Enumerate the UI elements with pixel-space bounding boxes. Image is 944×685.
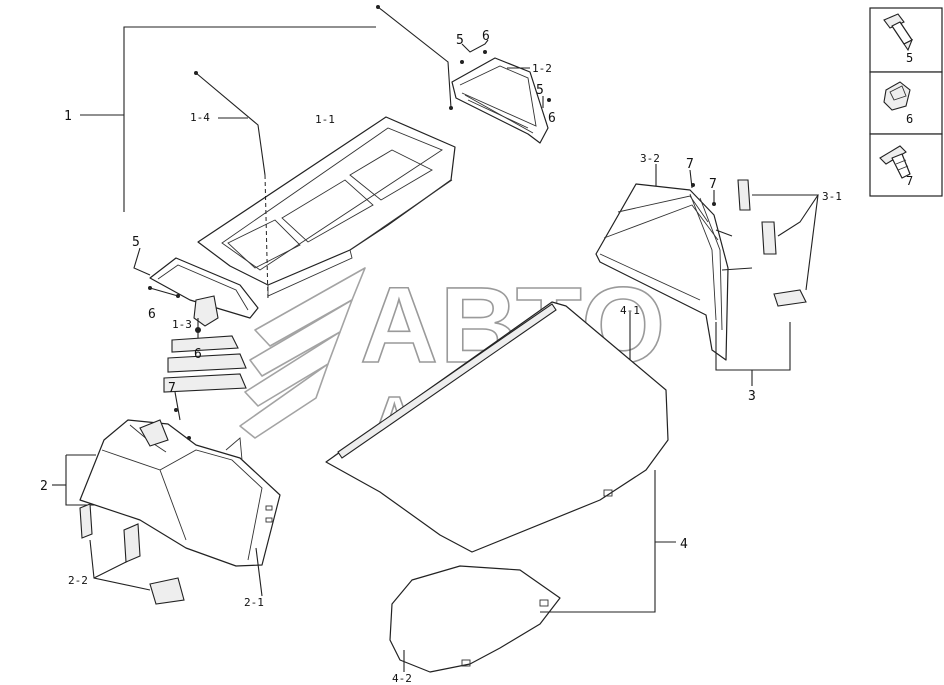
trim-clip-icon [879, 145, 911, 179]
part-2-group [52, 391, 281, 605]
mat-4-2 [389, 565, 561, 673]
part-3-group [595, 164, 820, 386]
pads-stack [163, 335, 247, 393]
label-part-1: 1 [64, 109, 72, 124]
label-part-2: 2 [40, 479, 48, 494]
trim-3-2 [595, 183, 729, 361]
label-part-4-2: 4-2 [392, 672, 412, 685]
legend-number-6: 6 [906, 112, 913, 126]
label-part-2-2: 2-2 [68, 574, 88, 587]
label-part-1-2: 1-2 [532, 62, 552, 75]
shelf-panel-1-1 [197, 116, 456, 297]
label-fastener-6-left: 6 [148, 307, 156, 322]
label-fastener-5-left: 5 [132, 235, 140, 250]
label-fastener-5-right: 5 [536, 83, 544, 98]
label-fastener-6-right: 6 [548, 111, 556, 126]
label-fastener-7-right-b: 7 [709, 177, 717, 192]
legend-number-5: 5 [906, 51, 913, 65]
label-part-1-3: 1-3 [172, 318, 192, 331]
part-4-group [325, 301, 676, 673]
label-part-4: 4 [680, 537, 688, 552]
label-fastener-6-pads: 6 [194, 347, 202, 362]
mat-4-1 [325, 301, 669, 553]
push-rivet-icon [883, 13, 914, 52]
label-part-3-1: 3-1 [822, 190, 842, 203]
watermark-logo-icon [239, 267, 366, 439]
label-fastener-7-right-a: 7 [686, 157, 694, 172]
label-part-2-1: 2-1 [244, 596, 264, 609]
label-fastener-6-top: 6 [482, 29, 490, 44]
label-fastener-5-top: 5 [456, 33, 464, 48]
label-fastener-7-left: 7 [168, 381, 176, 396]
label-part-1-4: 1-4 [190, 111, 210, 124]
label-part-4-1: 4-1 [620, 304, 640, 317]
trim-1-2 [451, 57, 549, 144]
callout-labels: 1 1-1 1-2 1-3 1-4 2 2-1 2-2 3 3-1 3-2 4 … [40, 29, 842, 685]
legend-number-7: 7 [906, 174, 913, 188]
part-1-group [80, 5, 551, 345]
clip-nut-icon [883, 81, 911, 111]
fastener-legend: 5 6 7 [869, 7, 943, 197]
label-part-1-1: 1-1 [315, 113, 335, 126]
label-part-3: 3 [748, 389, 756, 404]
trim-2-1 [79, 419, 281, 567]
trim-1-3 [149, 257, 259, 327]
label-part-3-2: 3-2 [640, 152, 660, 165]
